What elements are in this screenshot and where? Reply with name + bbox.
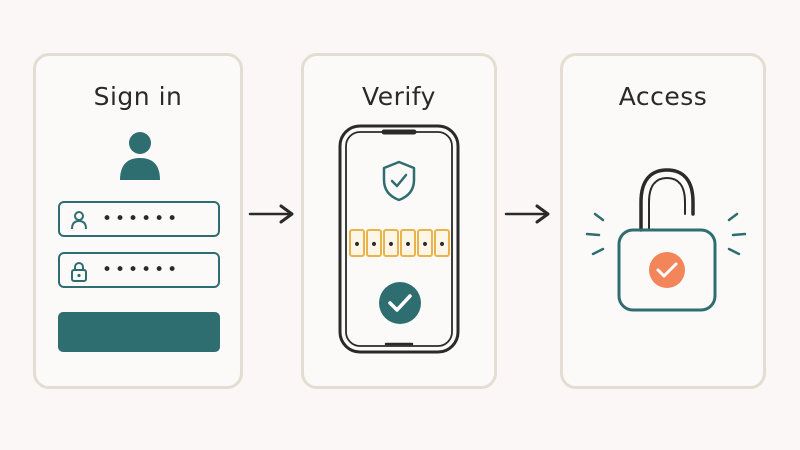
code-digit: • xyxy=(404,237,412,253)
verify-panel: Verify • • • • • • xyxy=(301,53,497,389)
code-box[interactable] xyxy=(400,229,416,257)
username-field[interactable]: •••••• xyxy=(58,201,220,237)
code-box[interactable] xyxy=(349,229,365,257)
access-panel: Access xyxy=(560,53,766,389)
user-icon xyxy=(71,211,87,230)
password-value: •••••• xyxy=(102,260,181,280)
user-avatar-icon xyxy=(120,132,160,180)
sign-in-button[interactable] xyxy=(58,312,220,352)
check-badge-icon xyxy=(649,252,685,288)
code-box[interactable] xyxy=(366,229,382,257)
lock-icon xyxy=(71,262,87,282)
username-value: •••••• xyxy=(102,209,181,229)
signin-panel: Sign in •••••• •••••• xyxy=(33,53,243,389)
verification-code[interactable]: • • • • • • xyxy=(348,228,452,258)
code-digit: • xyxy=(353,237,361,253)
code-digit: • xyxy=(370,237,378,253)
unlocked-padlock-icon xyxy=(585,168,747,312)
code-box[interactable] xyxy=(383,229,399,257)
verify-title: Verify xyxy=(362,82,436,111)
code-digit: • xyxy=(438,237,446,253)
phone-icon xyxy=(338,124,460,354)
code-digit: • xyxy=(421,237,429,253)
code-box[interactable] xyxy=(434,229,450,257)
code-digit: • xyxy=(387,237,395,253)
shield-check-icon xyxy=(382,160,416,202)
arrow-right-icon xyxy=(504,204,550,224)
arrow-right-icon xyxy=(248,204,294,224)
code-box[interactable] xyxy=(417,229,433,257)
check-circle-icon xyxy=(379,282,421,324)
password-field[interactable]: •••••• xyxy=(58,252,220,288)
access-title: Access xyxy=(618,82,708,111)
signin-title: Sign in xyxy=(93,82,183,111)
